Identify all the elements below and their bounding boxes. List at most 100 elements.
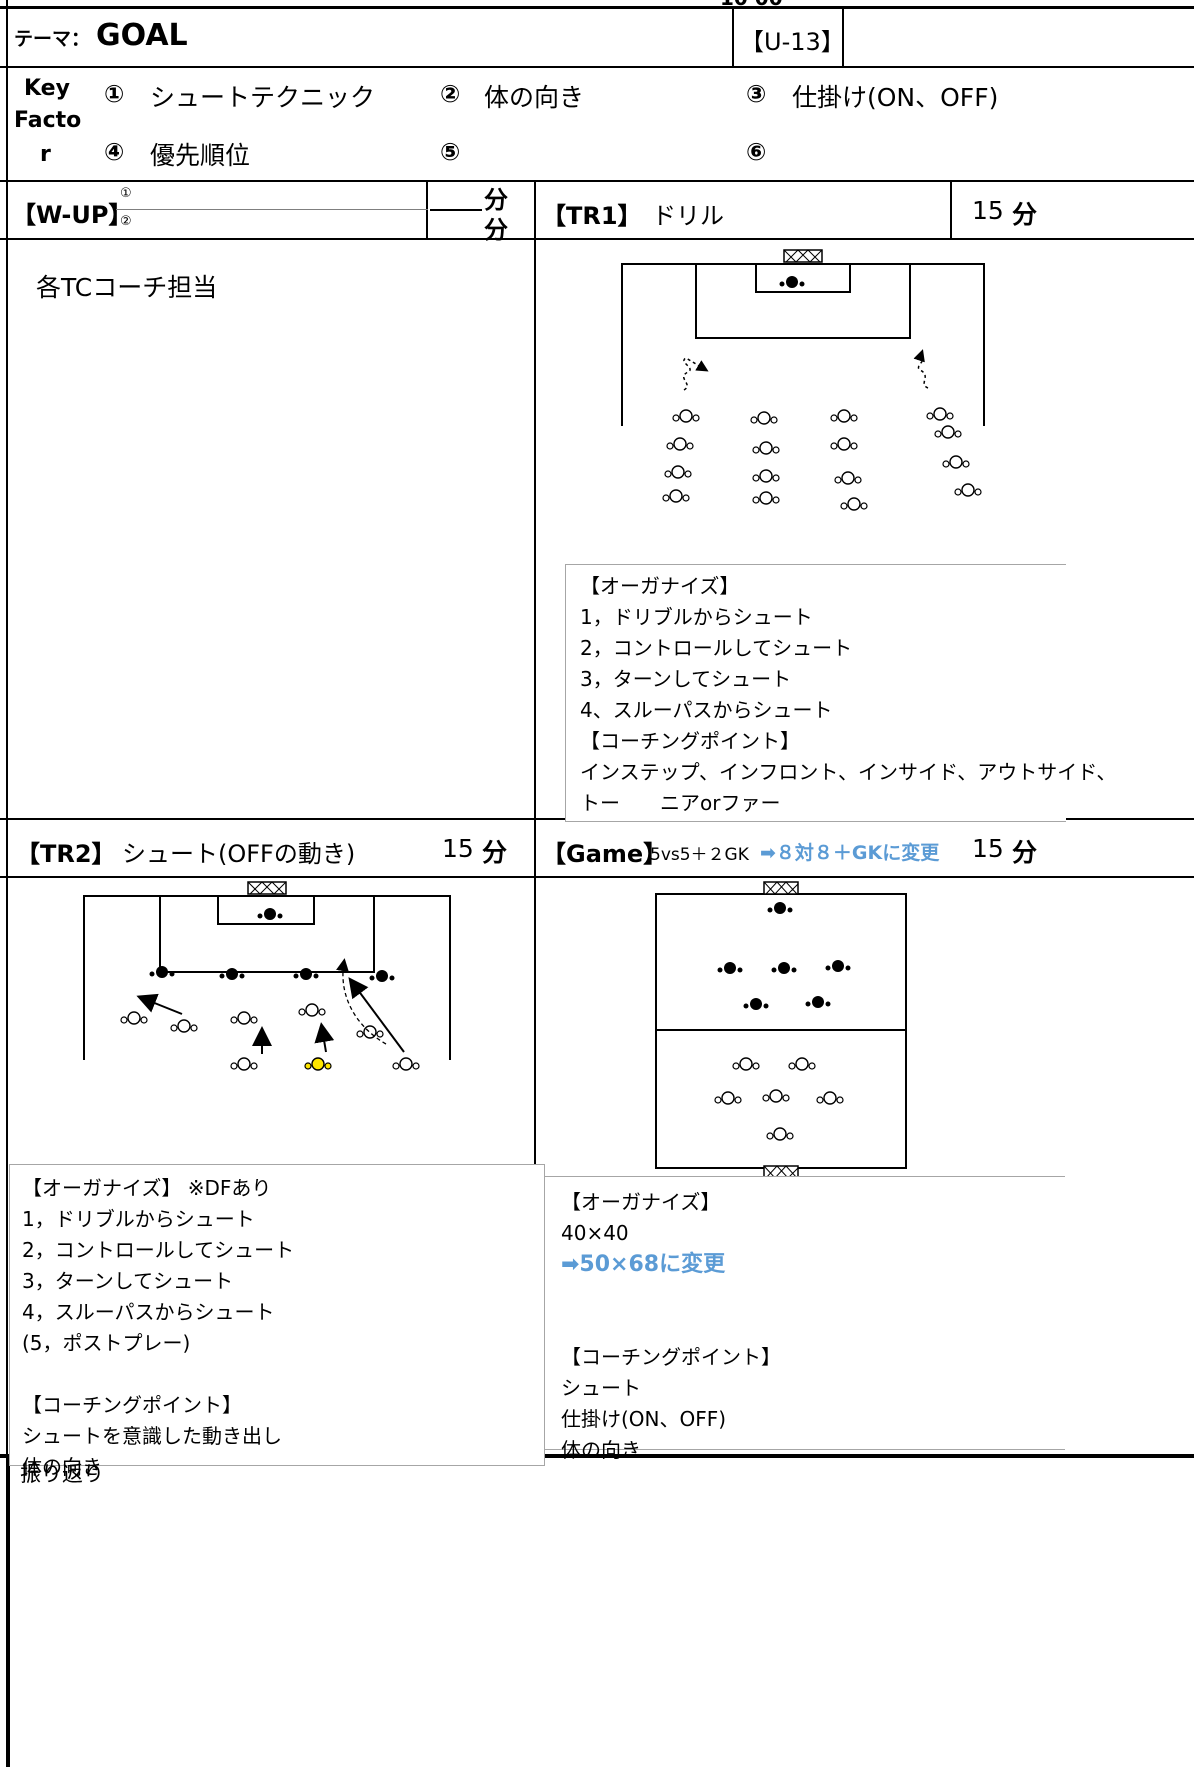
game-organize-title: 【オーガナイズ】: [561, 1190, 721, 1214]
key-factor-text: 体の向き: [484, 83, 585, 112]
game-coaching-item: 仕掛け(ON、OFF): [561, 1407, 727, 1431]
top-border: [0, 6, 1194, 9]
row-divider: [0, 66, 1194, 68]
key-factor-label: r: [40, 142, 51, 167]
theme-value: GOAL: [96, 18, 188, 53]
col-divider: [842, 8, 844, 68]
wup-minute-unit: 分: [484, 186, 508, 214]
game-change: ➡８対８＋GKに変更: [760, 842, 940, 864]
key-factor-label: Key: [24, 76, 70, 101]
tr2-organize-item: 3，ターンしてシュート: [22, 1269, 234, 1293]
key-factor-num: ⑤: [440, 138, 461, 166]
game-label: 【Game】: [542, 840, 668, 868]
dribble-arrow: [682, 357, 709, 391]
key-factor-num: ①: [104, 80, 125, 108]
game-info-box: 【オーガナイズ】 40×40 ➡50×68に変更 【コーチングポイント】 シュー…: [544, 1176, 1065, 1462]
tr1-info-box: 【オーガナイズ】 1，ドリブルからシュート 2，コントロールしてシュート 3，タ…: [565, 564, 1117, 822]
goal-area: [755, 263, 851, 293]
tr1-minute-unit: 分: [1012, 200, 1038, 229]
pitch-outline: [83, 895, 451, 1060]
tr2-organize-item: 2，コントロールしてシュート: [22, 1238, 295, 1262]
key-factor-num: ⑥: [746, 138, 767, 166]
movement-arrow: [336, 958, 387, 1045]
game-diagram: [655, 881, 907, 1178]
tr1-diagram: [621, 249, 985, 511]
tr1-title: ドリル: [652, 202, 724, 230]
goalkeeper: [779, 276, 805, 288]
tr1-coaching-title: 【コーチングポイント】: [580, 729, 800, 753]
key-factor-label: Facto: [14, 108, 82, 133]
reflection-label: 振り返り: [20, 1462, 104, 1486]
key-factor-text: 優先順位: [150, 141, 251, 170]
wup-minute-unit: 分: [484, 216, 508, 244]
tr2-coaching-item: シュートを意識した動き出し: [22, 1424, 282, 1448]
goal-area: [217, 895, 315, 925]
tr1-organize-title: 【オーガナイズ】: [580, 574, 740, 598]
wup-label: 【W-UP】: [12, 201, 133, 229]
pass-arrow: [136, 993, 183, 1015]
row-divider: [0, 238, 1194, 240]
key-factor-num: ③: [746, 80, 767, 108]
tr2-organize-item: 4，スルーパスからシュート: [22, 1300, 275, 1324]
game-coaching-title: 【コーチングポイント】: [561, 1345, 781, 1369]
row-divider: [0, 180, 1194, 182]
tr1-organize-item: 4、スルーパスからシュート: [580, 698, 833, 722]
tr1-organize-item: 2，コントロールしてシュート: [580, 636, 853, 660]
center-divider: [534, 180, 536, 1456]
wup-content: 各TCコーチ担当: [36, 273, 218, 302]
tr1-organize-item: 1，ドリブルからシュート: [580, 605, 813, 629]
defender: [293, 968, 319, 980]
goalkeeper: [257, 908, 283, 920]
tr1-minutes: 15: [972, 196, 1004, 225]
left-border: [6, 0, 8, 1767]
tr2-minute-unit: 分: [482, 838, 508, 867]
col-divider: [732, 8, 734, 68]
tr2-organize-item: 1，ドリブルからシュート: [22, 1207, 255, 1231]
tr2-title: シュート(OFFの動き): [122, 840, 356, 868]
tr2-label: 【TR2】: [16, 840, 116, 868]
key-factor-num: ④: [104, 138, 125, 166]
pitch-outline: [621, 263, 985, 426]
tr2-minutes: 15: [442, 834, 474, 863]
dribble-arrow: [913, 349, 929, 389]
tr2-coaching-item: 体の向き: [22, 1455, 102, 1479]
game-minutes: 15: [972, 834, 1004, 863]
row-divider: [0, 1454, 1194, 1458]
tr2-info-box: 【オーガナイズ】 ※DFあり 1，ドリブルからシュート 2，コントロールしてシュ…: [9, 1164, 545, 1479]
theme-label: テーマ：: [14, 28, 91, 50]
pass-arrow: [348, 977, 405, 1053]
tr1-organize-item: 3，ターンしてシュート: [580, 667, 792, 691]
game-minute-unit: 分: [1012, 838, 1038, 867]
defender: [149, 966, 175, 978]
wup-sub-divider: [116, 209, 428, 210]
row-divider: [0, 876, 1194, 878]
highlighted-player: [304, 1057, 332, 1071]
col-divider: [426, 180, 428, 240]
left-border-thick: [6, 1458, 10, 1767]
tr2-organize-item: (5，ポストプレー): [22, 1331, 191, 1355]
game-coaching-item: シュート: [561, 1376, 641, 1400]
wup-sub1: ①: [120, 186, 132, 201]
wup-sub2: ②: [120, 214, 132, 229]
tr2-coaching-title: 【コーチングポイント】: [22, 1393, 242, 1417]
wup-minute-line: [430, 209, 482, 211]
game-format: 5vs5＋２GK: [650, 845, 749, 865]
defender: [219, 968, 245, 980]
tr2-diagram: [83, 881, 451, 1071]
key-factor-text: 仕掛け(ON、OFF): [792, 83, 999, 112]
game-size: 40×40: [561, 1221, 629, 1245]
tr1-label: 【TR1】: [542, 202, 642, 230]
penalty-area: [695, 263, 911, 339]
tr2-organize-title: 【オーガナイズ】 ※DFあり: [22, 1176, 272, 1200]
top-fragment: 10 00: [720, 0, 783, 10]
tr1-coaching-item: トー ニアorファー: [580, 791, 781, 815]
key-factor-text: シュートテクニック: [150, 83, 376, 112]
col-divider: [950, 180, 952, 240]
penalty-area: [159, 895, 375, 973]
tr1-coaching-item: インステップ、インフロント、インサイド、アウトサイド、: [580, 760, 1117, 784]
game-size-change: ➡50×68に変更: [561, 1252, 726, 1277]
age-group: 【U-13】: [740, 28, 845, 56]
run-arrow: [314, 1022, 335, 1053]
key-factor-num: ②: [440, 80, 461, 108]
game-coaching-item: 体の向き: [561, 1438, 641, 1462]
